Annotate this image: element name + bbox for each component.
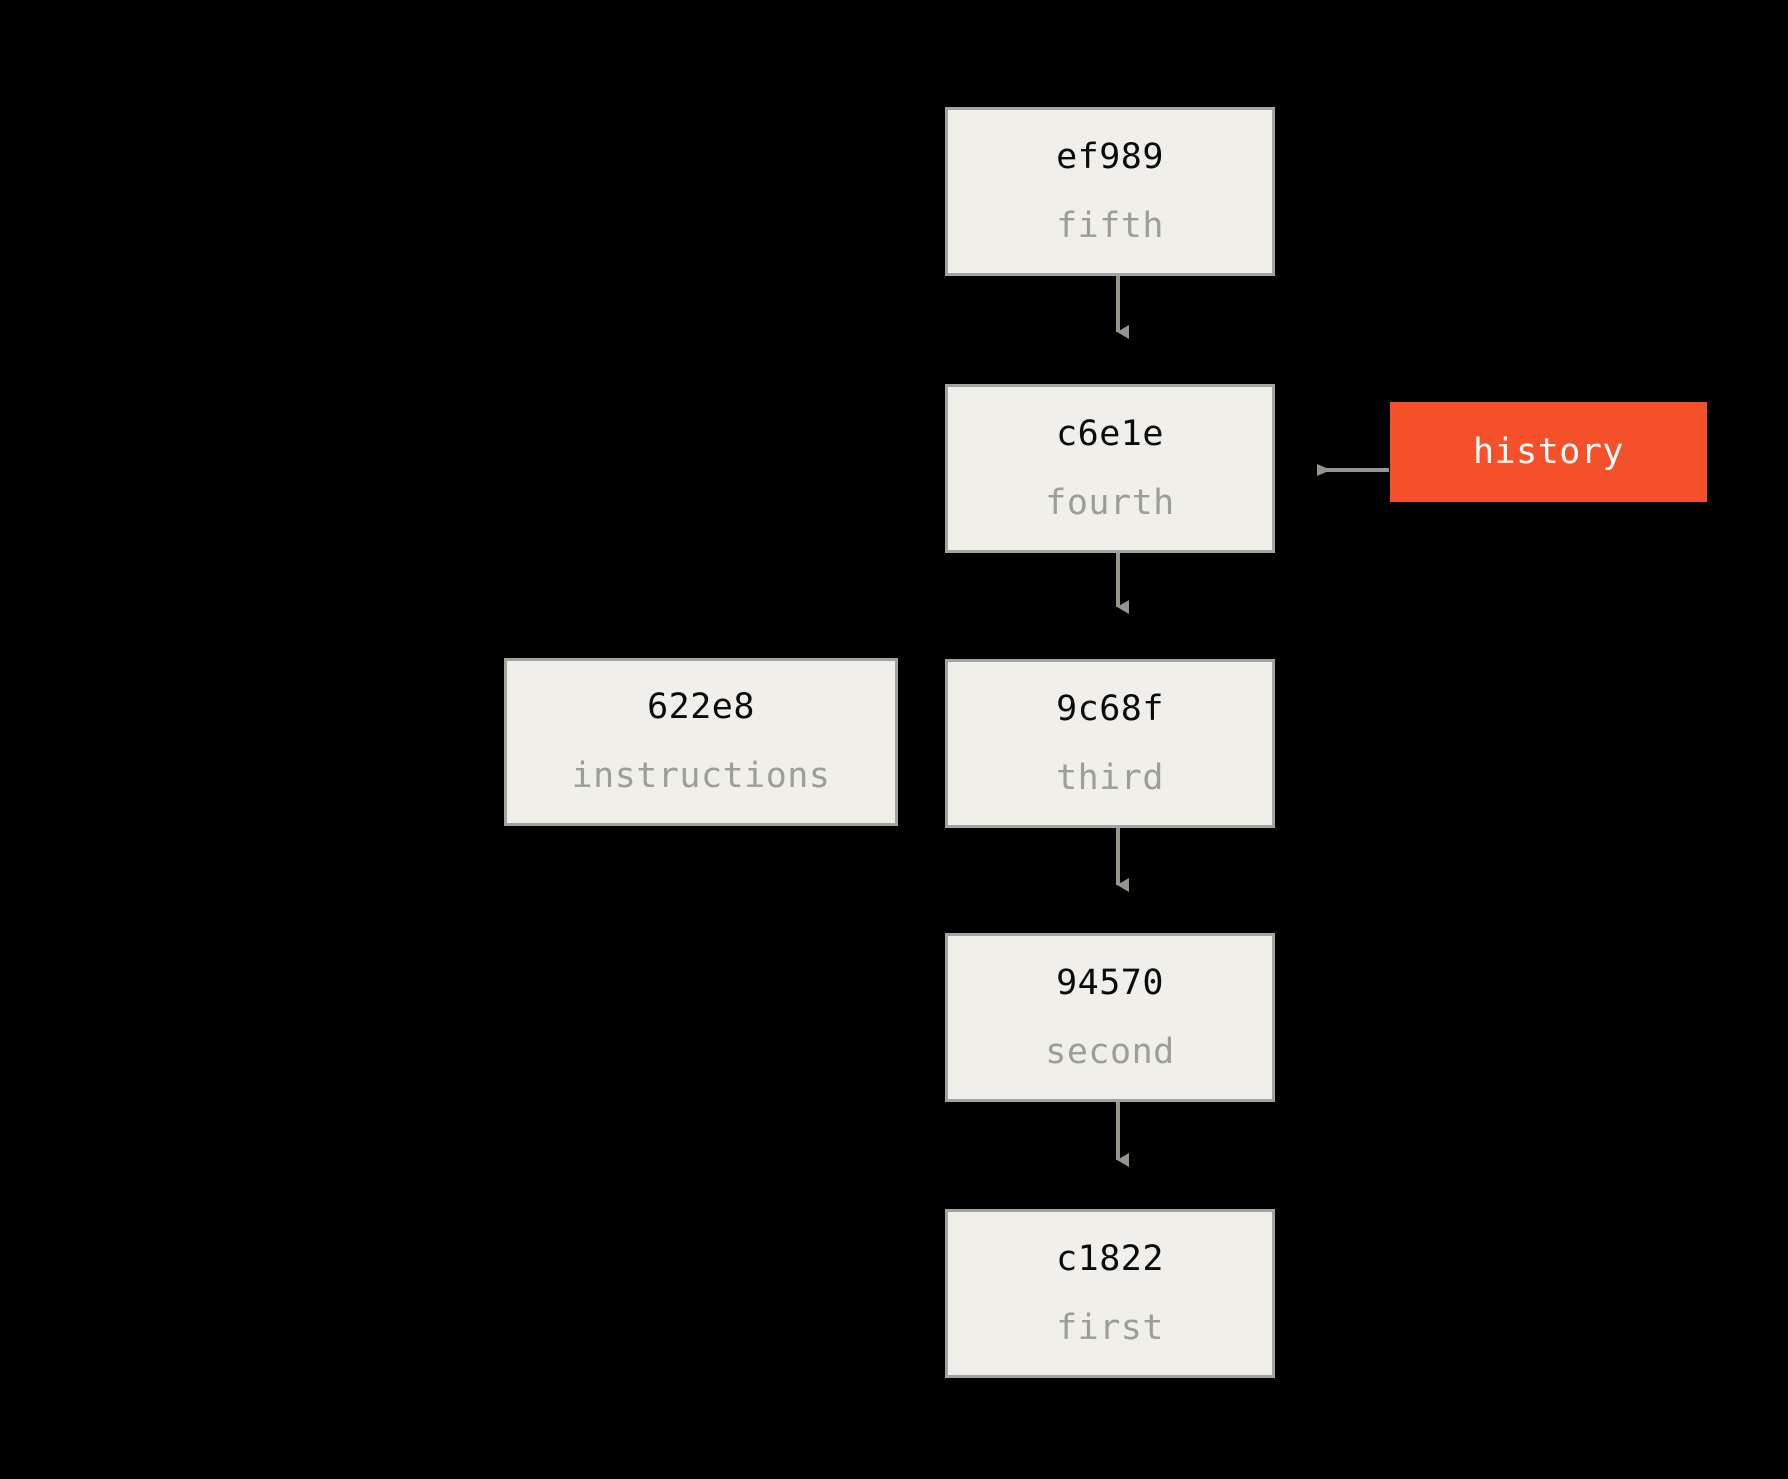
commit-node-94570[interactable]: 94570 second — [945, 933, 1275, 1102]
commit-node-9c68f[interactable]: 9c68f third — [945, 659, 1275, 828]
commit-hash: 9c68f — [1056, 688, 1164, 729]
commit-hash: 94570 — [1056, 962, 1164, 1003]
commit-node-622e8[interactable]: 622e8 instructions — [504, 658, 898, 826]
commit-node-c6e1e[interactable]: c6e1e fourth — [945, 384, 1275, 553]
commit-hash: c1822 — [1056, 1238, 1164, 1279]
commit-hash: c6e1e — [1056, 413, 1164, 454]
commit-message: first — [1056, 1307, 1164, 1348]
commit-hash: 622e8 — [647, 687, 755, 727]
commit-node-ef989[interactable]: ef989 fifth — [945, 107, 1275, 276]
commit-message: third — [1056, 757, 1164, 798]
commit-message: fifth — [1056, 205, 1164, 246]
commit-message: fourth — [1045, 482, 1175, 523]
commit-message: second — [1045, 1031, 1175, 1072]
commit-message: instructions — [571, 756, 831, 796]
ref-label-history[interactable]: history — [1390, 402, 1707, 502]
commit-hash: ef989 — [1056, 136, 1164, 177]
ref-label-text: history — [1472, 431, 1624, 472]
commit-node-c1822[interactable]: c1822 first — [945, 1209, 1275, 1378]
